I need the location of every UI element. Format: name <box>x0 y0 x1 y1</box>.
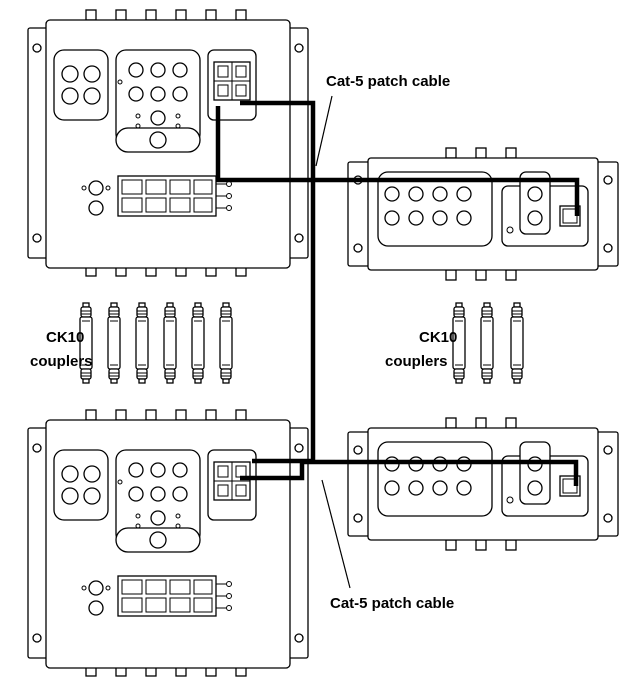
leader-line-bottom <box>321 479 351 589</box>
couplers-right <box>452 302 524 384</box>
couplers-label-left-line2: couplers <box>30 353 93 370</box>
cat5-cable-runs <box>215 100 580 486</box>
main-module-top <box>27 9 309 277</box>
couplers-label-right-line1: CK10 <box>419 329 457 346</box>
couplers-label-right-line2: couplers <box>385 353 448 370</box>
leader-line-top <box>315 95 333 167</box>
couplers-label-left-line1: CK10 <box>46 329 84 346</box>
cable-label-bottom: Cat-5 patch cable <box>330 595 454 612</box>
main-module-bottom <box>27 409 309 677</box>
cable-label-top: Cat-5 patch cable <box>326 73 450 90</box>
couplers-left <box>79 302 233 384</box>
